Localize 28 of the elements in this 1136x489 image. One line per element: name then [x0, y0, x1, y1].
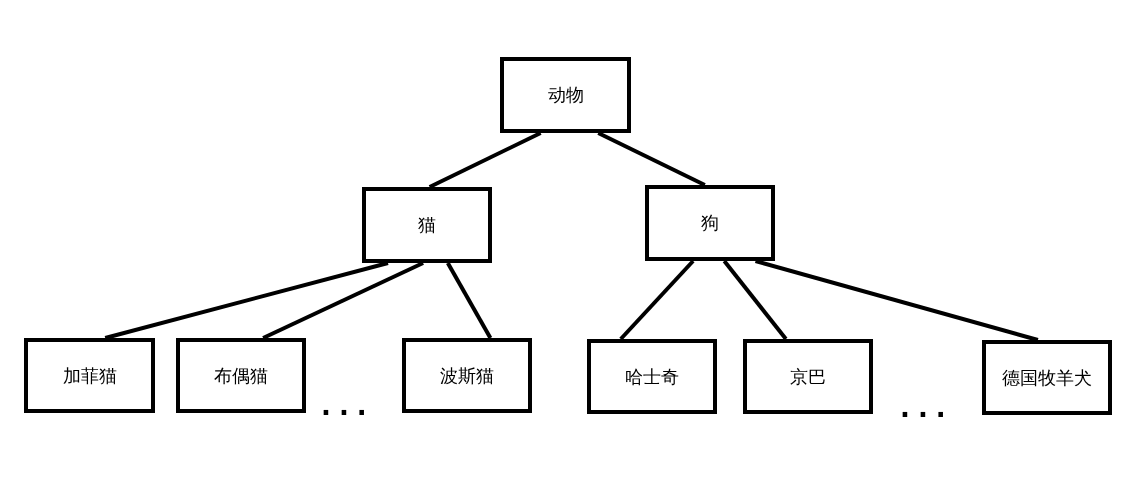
ellipsis-text: ... [900, 395, 954, 421]
box-label: 猫 [418, 213, 436, 237]
box-label: 哈士奇 [625, 364, 679, 389]
category-box [982, 340, 1112, 415]
category-box [402, 338, 532, 413]
category-box [176, 338, 306, 413]
category-box [500, 57, 631, 133]
category-box [587, 339, 717, 414]
box-label: 加菲猫 [62, 363, 117, 388]
connector-line [104, 261, 389, 340]
category-box [362, 187, 492, 263]
box-label: 波斯猫 [440, 363, 494, 388]
box-label: 狗 [701, 211, 719, 235]
connector-line [754, 259, 1039, 342]
connector-line [262, 261, 424, 340]
box-label: 布偶猫 [214, 363, 268, 388]
connector-line [597, 131, 706, 187]
connector-line [619, 259, 695, 341]
category-box [743, 339, 873, 414]
connector-line [446, 262, 493, 339]
connector-line [428, 131, 542, 189]
box-label: 京巴 [790, 364, 826, 389]
connector-line [722, 259, 788, 341]
ellipsis-text: ... [321, 393, 375, 419]
category-box [645, 185, 775, 261]
box-label: 德国牧羊犬 [1002, 365, 1092, 390]
box-label: 动物 [547, 83, 584, 107]
category-box [24, 338, 155, 413]
